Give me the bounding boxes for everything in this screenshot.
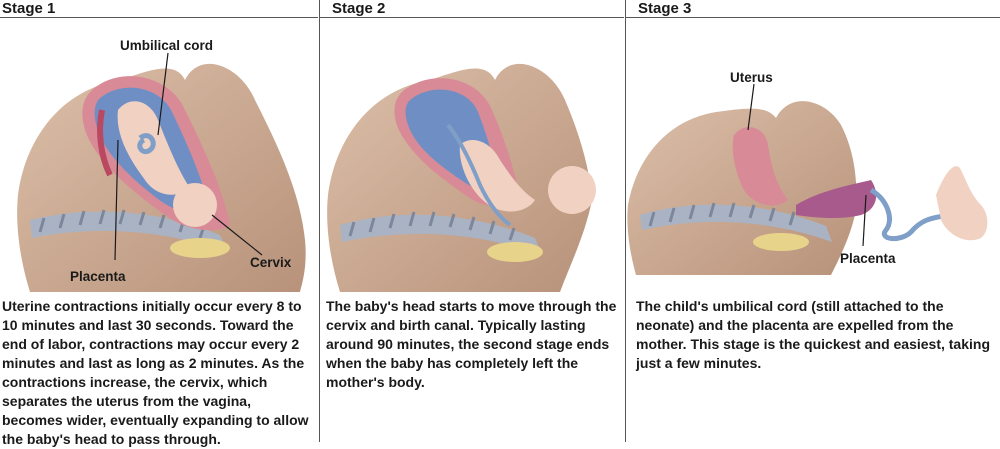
stage-2-illustration — [327, 63, 596, 292]
placenta-shape — [97, 109, 113, 177]
baby-shape — [459, 140, 596, 214]
stage-3-panel: Stage 3 Uterus Placenta The child's umbi… — [626, 0, 1000, 442]
panel-divider-1 — [319, 0, 320, 442]
uterus-shape — [732, 127, 788, 206]
stage-2-panel: Stage 2 The baby's head starts to move t… — [320, 0, 624, 442]
umbilical-cord-leader — [157, 52, 169, 136]
umbilical-cord-shape — [869, 187, 945, 241]
stage-1-description: Uterine contractions initially occur eve… — [2, 298, 309, 447]
stage-1-illustration: Umbilical cord Placenta Cervix — [17, 38, 306, 292]
umbilical-cord-shape — [446, 123, 512, 227]
cervix-leader — [211, 214, 263, 256]
uterus-leader — [747, 83, 755, 131]
placenta-label: Placenta — [840, 251, 896, 266]
stage-3-illustration: Uterus Placenta — [627, 70, 988, 275]
stage-3-title: Stage 3 — [638, 0, 692, 17]
stage-3-title-rule — [626, 17, 1000, 18]
fat-tissue-shape — [170, 238, 230, 258]
uterus-label: Uterus — [730, 70, 773, 85]
umbilical-cord-shape — [137, 133, 156, 155]
baby-limb-shape — [936, 166, 988, 241]
fat-tissue-shape — [487, 242, 543, 262]
cervix-label: Cervix — [250, 255, 292, 270]
stage-2-title-rule — [320, 17, 624, 18]
stage-1-panel: Stage 1 — [0, 0, 318, 447]
stage-2-description: The baby's head starts to move through t… — [326, 298, 617, 390]
spine-shape — [640, 202, 832, 242]
panel-divider-2 — [625, 0, 626, 442]
placenta-leader — [862, 194, 867, 247]
placenta-label: Placenta — [70, 269, 126, 284]
umbilical-cord-label: Umbilical cord — [120, 38, 213, 53]
spine-shape — [340, 211, 542, 255]
mother-body-shape — [627, 101, 857, 275]
stage-1-title-rule — [0, 17, 318, 18]
placenta-leader — [114, 139, 119, 261]
placenta-shape — [796, 180, 877, 219]
stage-3-description: The child's umbilical cord (still attach… — [636, 298, 990, 371]
stage-2-title: Stage 2 — [332, 0, 386, 17]
stage-1-title: Stage 1 — [2, 0, 56, 17]
fat-tissue-shape — [753, 233, 809, 251]
